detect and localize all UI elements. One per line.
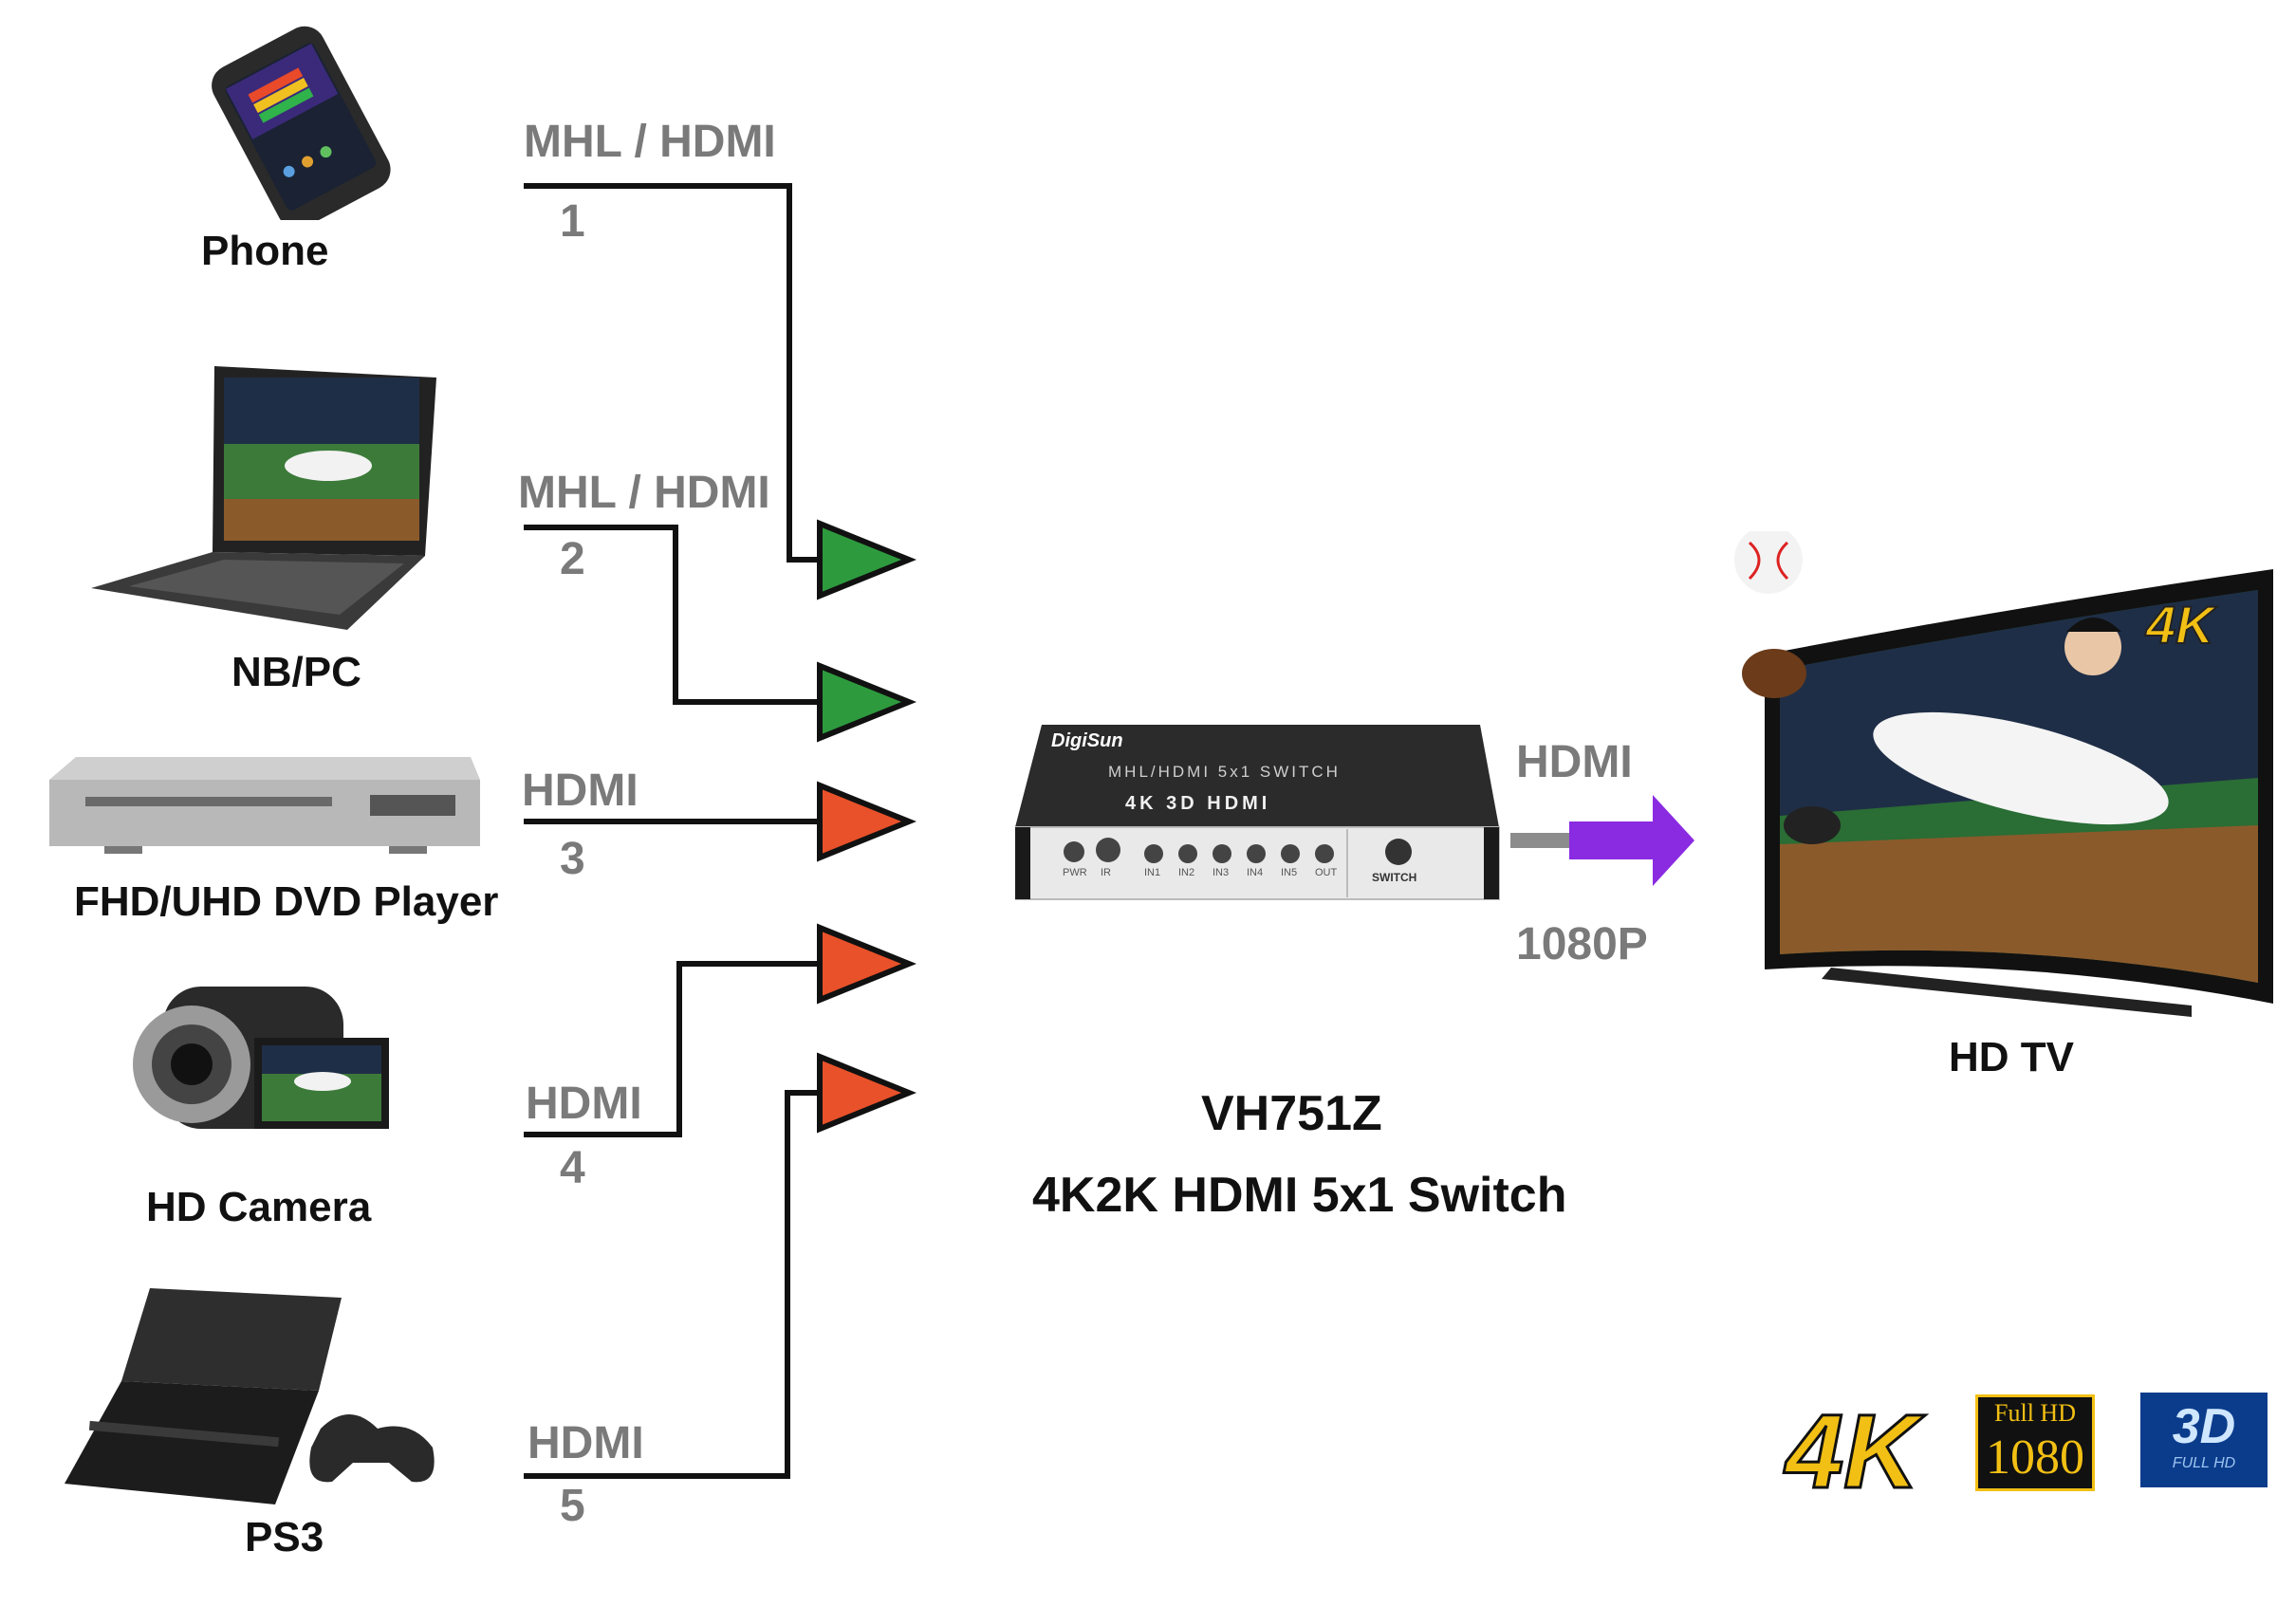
input-arrow-1 (817, 519, 917, 600)
phone-icon (212, 26, 391, 220)
input-arrow-4 (817, 923, 917, 1005)
device-label-dvd: FHD/UHD DVD Player (74, 878, 499, 925)
switch-indicator-labels: PWR IR IN1 IN2 IN3 IN4 IN5 OUT (1063, 867, 1376, 886)
model-name: VH751Z (1201, 1086, 1382, 1141)
input-type-3: HDMI (522, 766, 639, 816)
port-number-2: 2 (560, 534, 585, 584)
indicator-label-pwr: PWR (1063, 867, 1087, 878)
switch-device (1015, 725, 1500, 900)
tv-label: HD TV (1949, 1034, 2074, 1080)
input-type-1: MHL / HDMI (524, 117, 776, 167)
wire-2 (524, 525, 818, 705)
indicator-label-ir: IR (1101, 867, 1111, 878)
device-label-phone: Phone (201, 228, 329, 274)
badge-3d-top: 3D (2172, 1399, 2236, 1454)
wire-5 (524, 1090, 818, 1479)
badge-4k: 4K (1785, 1393, 1921, 1510)
switch-panel-logos: 4K 3D HDMI (1125, 793, 1271, 814)
ps3-icon (65, 1288, 435, 1504)
tv-4k-badge: 4K (2145, 594, 2215, 655)
badge-3d-full-hd: 3D FULL HD (2140, 1393, 2268, 1487)
input-arrow-5 (817, 1052, 917, 1134)
input-arrow-3 (817, 781, 917, 862)
badge-3d-bottom: FULL HD (2172, 1455, 2236, 1471)
port-number-4: 4 (560, 1143, 585, 1193)
device-label-ps3: PS3 (245, 1514, 324, 1560)
indicator-label-in4: IN4 (1247, 867, 1264, 878)
switch-description: 4K2K HDMI 5x1 Switch (1032, 1168, 1567, 1223)
indicator-label-out: OUT (1315, 867, 1338, 878)
input-type-2: MHL / HDMI (518, 468, 770, 518)
switch-panel-title: MHL/HDMI 5x1 SWITCH (1108, 763, 1341, 781)
wire-1 (524, 183, 818, 563)
switch-brand: DigiSun (1051, 730, 1123, 751)
badge-full-hd-1080: Full HD 1080 (1975, 1394, 2095, 1491)
wire-4 (524, 961, 818, 1137)
dvd-player-icon (49, 757, 480, 854)
port-number-3: 3 (560, 834, 585, 884)
badge-full-hd-bottom: 1080 (1986, 1430, 2084, 1485)
indicator-label-in2: IN2 (1178, 867, 1195, 878)
indicator-label-in3: IN3 (1213, 867, 1230, 878)
device-label-camera: HD Camera (146, 1184, 372, 1230)
indicator-label-in5: IN5 (1281, 867, 1298, 878)
port-number-1: 1 (560, 196, 585, 247)
input-arrow-2 (817, 661, 917, 743)
output-type: HDMI (1516, 737, 1633, 787)
output-arrow (1569, 795, 1694, 886)
device-label-nbpc: NB/PC (231, 649, 361, 695)
output-resolution: 1080P (1516, 919, 1648, 969)
laptop-icon (91, 366, 436, 630)
hd-tv-icon (1734, 531, 2273, 1017)
output-cable (1510, 833, 1569, 848)
camera-icon (133, 987, 389, 1129)
input-type-4: HDMI (526, 1079, 642, 1129)
badge-full-hd-top: Full HD (1994, 1399, 2076, 1427)
input-type-5: HDMI (528, 1418, 644, 1468)
indicator-label-in1: IN1 (1144, 867, 1161, 878)
switch-button-label: SWITCH (1372, 871, 1417, 884)
port-number-5: 5 (560, 1481, 585, 1531)
